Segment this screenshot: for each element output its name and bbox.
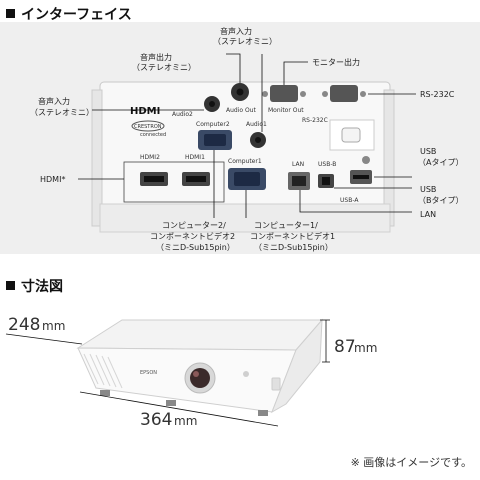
projector-button [271,377,281,391]
interface-title-text: インターフェイス [21,7,132,23]
dimensions-section-title: 寸法図 [6,276,63,296]
audio-out-label-1: 音声出力 [140,52,172,62]
projector-lens-highlight [193,371,199,377]
depth-unit: mm [42,319,65,333]
leader-lan [299,190,412,213]
projector-vent [83,353,123,389]
interface-section-title: インターフェイス [6,4,132,24]
monitor-out-label: モニター出力 [312,57,360,67]
rs232c-screw-left [322,91,328,97]
audio-out-panel-label: Audio Out [226,107,256,114]
hdmi2-panel-label: HDMI2 [140,154,160,161]
lan-port-inner [292,176,306,186]
panel-bottom-strip [99,203,391,233]
monitor-out-panel-label: Monitor Out [268,107,304,114]
lan-panel-label: LAN [292,161,304,168]
computer2-label-2: コンポーネントビデオ2 [150,231,235,241]
audio2-panel-label: Audio2 [172,111,193,118]
lan-label: LAN [420,210,436,219]
leader-monitor-out [283,61,308,85]
projector-foot-right [258,410,268,416]
audio1-jack-hole [255,137,261,143]
height-value: 87 [334,337,356,357]
projector-side [271,318,323,414]
audio-in-left-label-1: 音声入力 [38,96,70,106]
panel-side-left [91,89,103,227]
computer2-port-inner [204,134,226,146]
monitor-screw-right [300,91,306,97]
crestron-label: CRESTRON [134,124,162,130]
projector-foot-center [166,400,176,406]
usb-a-label-2: （Aタイプ） [418,158,463,167]
computer1-label-1: コンピューター1/ [254,221,318,230]
rs232c-screw-right [360,91,366,97]
security-slot-inner [341,127,361,143]
bullet-square-icon-2 [6,281,15,290]
dimension-diagram: EPSON 248 mm 87 mm 364 mm [5,315,377,430]
dimensions-title-text: 寸法図 [21,279,63,295]
height-unit: mm [354,341,377,355]
projector-foot-left [100,390,110,396]
interface-diagram: HDMI CRESTRON connected Audio2 Audio Out… [30,26,464,252]
dimension-lines [5,319,330,427]
computer1-panel-label: Computer1 [228,158,262,165]
usb-a-label-1: USB [420,147,436,156]
usb-a-screw [362,156,370,164]
rs232c-port [330,85,358,102]
crestron-sub-label: connected [140,132,166,138]
hdmi-logo: HDMI [130,106,160,117]
usb-a-panel-label: USB-A [340,197,359,204]
width-unit: mm [174,414,197,428]
audio2-jack-hole [209,101,215,107]
image-note: ※ 画像はイメージです。 [350,456,472,469]
audio-in-left-label-2: （ステレオミニ） [30,108,94,117]
audio-out-jack-hole [236,88,244,96]
computer1-label-2: コンポーネントビデオ1 [250,231,335,241]
rs232c-panel-label: RS-232C [302,117,328,124]
projector-top [76,319,324,351]
audio1-panel-label: Audio1 [246,121,267,128]
usb-b-panel-label: USB-B [318,161,336,168]
computer2-label-1: コンピューター2/ [162,221,226,230]
leader-audio-out [226,53,241,83]
usb-b-label-1: USB [420,185,436,194]
hdmi1-panel-label: HDMI1 [185,154,205,161]
crestron-logo-icon [131,120,165,132]
monitor-out-port [270,85,298,102]
usb-b-port-inner [322,177,330,185]
audio-out-label-2: （ステレオミニ） [132,63,196,72]
projector-sensor [243,371,249,377]
bullet-square-icon [6,9,15,18]
depth-dim-line [5,333,83,345]
hdmi-label: HDMI* [40,175,65,184]
usb-a-port-inner [353,175,369,179]
brand-label: EPSON [140,370,157,376]
hdmi1-port-inner [186,176,206,182]
leader-lines [78,53,416,218]
hdmi2-port-inner [144,176,164,182]
usb-b-label-2: （Bタイプ） [418,196,464,205]
computer2-label-3: （ミニD-Sub15pin） [156,243,235,252]
computer2-panel-label: Computer2 [196,121,230,128]
audio-in-top-label-1: 音声入力 [220,26,252,36]
computer1-label-3: （ミニD-Sub15pin） [254,243,333,252]
audio-in-top-label-2: （ステレオミニ） [213,37,277,46]
projector-lens [190,368,210,388]
rs232c-label: RS-232C [420,90,455,99]
width-value: 364 [140,410,172,430]
depth-value: 248 [8,315,40,335]
computer1-port-inner [234,172,260,186]
hdmi-ports-bracket [123,161,225,203]
width-dim-line [79,391,279,427]
monitor-screw-left [262,91,268,97]
interface-panel: HDMI CRESTRON connected Audio2 Audio Out… [0,22,480,254]
